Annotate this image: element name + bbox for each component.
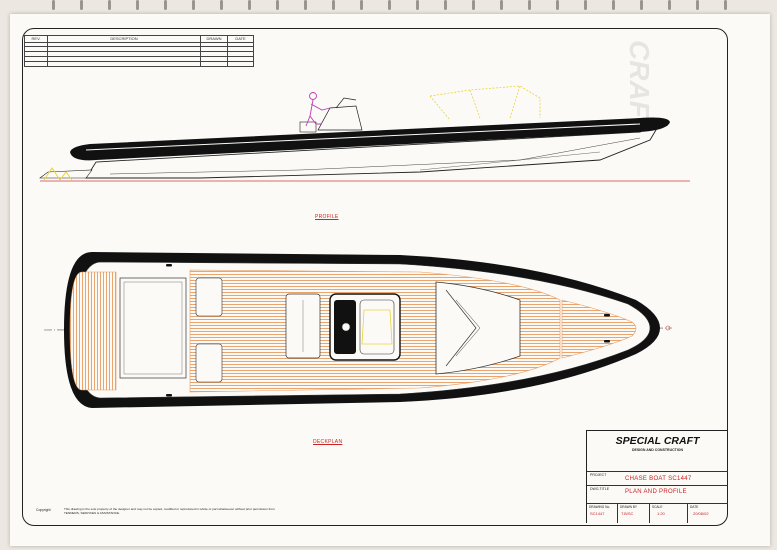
company-name: SPECIAL CRAFT <box>615 435 700 447</box>
profile-view <box>39 85 690 182</box>
drawing-no-value: SC1447 <box>590 511 605 516</box>
pilot-figure <box>305 92 331 127</box>
aft-seat <box>119 277 187 379</box>
swim-platform <box>69 271 117 391</box>
copyright-note: This drawing is the sole property of the… <box>64 507 275 515</box>
project-value: CHASE BOAT SC1447 <box>625 476 692 482</box>
console-profile <box>317 105 363 131</box>
console-plan <box>329 293 401 361</box>
dwg-title-label: DWG.TITLE <box>590 487 610 491</box>
profile-label: PROFILE <box>315 214 339 220</box>
deckplan-view <box>43 252 673 408</box>
hull-profile <box>85 118 664 179</box>
revision-table: REV. DESCRIPTION DRAWN DATE <box>24 35 254 67</box>
bow-seat <box>435 281 521 375</box>
drawn-by-label: DRAWN BY <box>620 505 638 509</box>
dwg-title-value: PLAN AND PROFILE <box>625 489 687 495</box>
project-label: PROJECT <box>590 473 607 477</box>
copyright-label: Copyright <box>36 508 51 512</box>
tube-profile <box>70 117 670 161</box>
drawing-no-label: DRAWING No. <box>589 505 611 509</box>
spiral-binding <box>52 0 727 10</box>
scale-value: 1:20 <box>657 511 665 516</box>
canopy-outline <box>429 85 541 121</box>
date-value: 20/08/02 <box>693 511 709 516</box>
deckplan-label: DECKPLAN <box>313 439 343 445</box>
company-subtitle: DESIGN AND CONSTRUCTION <box>631 448 683 452</box>
scale-label: SCALE <box>652 505 663 509</box>
drawing-border <box>22 28 728 526</box>
date-label: DATE <box>690 505 699 509</box>
drawn-by-value: T.B/SC <box>621 511 634 516</box>
title-block: SPECIAL CRAFT DESIGN AND CONSTRUCTION PR… <box>586 430 728 523</box>
